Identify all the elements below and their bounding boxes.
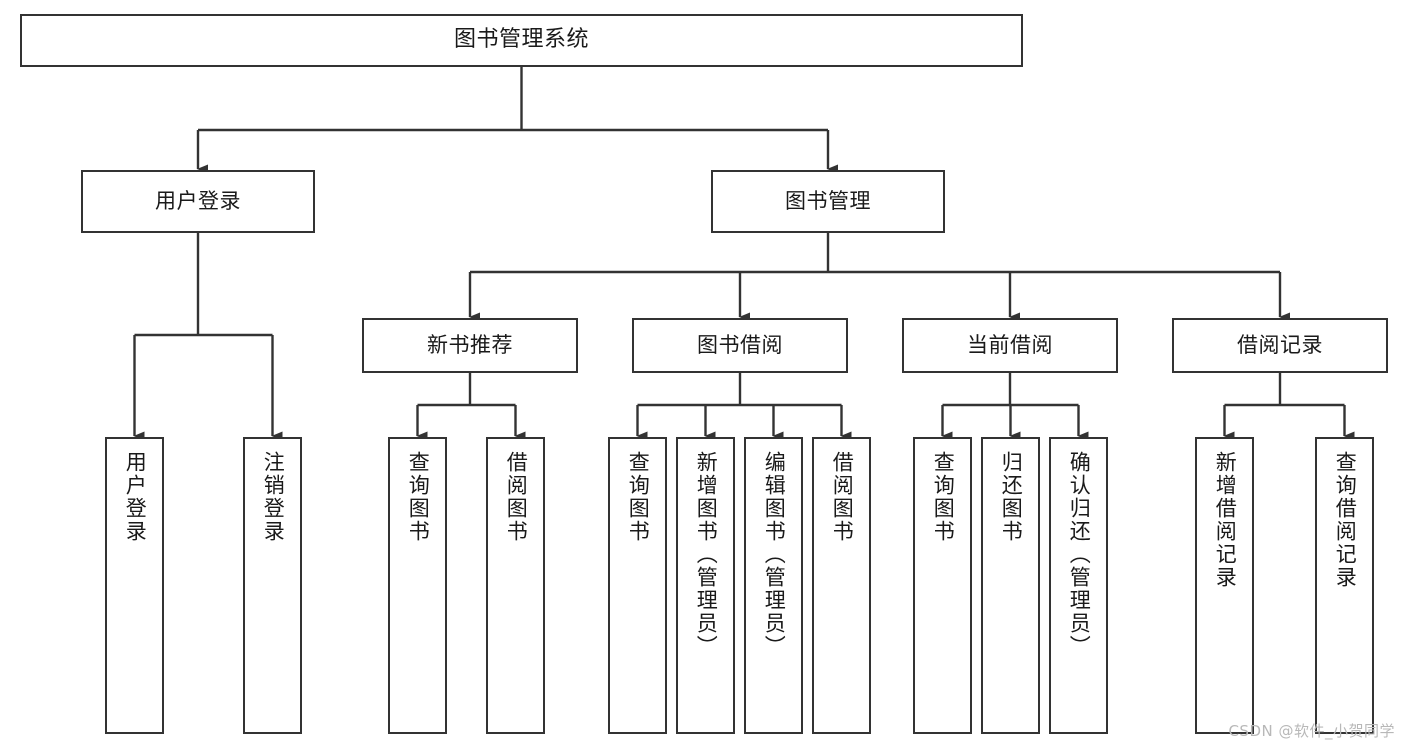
node-label-user-login: 用户登录 — [155, 188, 241, 213]
node-leaf-rec-borrow: 借阅图书 — [486, 437, 545, 734]
node-label-leaf-br-query: 查询借阅记录 — [1333, 451, 1358, 589]
node-label-leaf-bb-query: 查询图书 — [626, 451, 651, 543]
node-leaf-bb-query: 查询图书 — [608, 437, 667, 734]
node-user-login: 用户登录 — [81, 170, 315, 233]
node-label-leaf-cb-query: 查询图书 — [931, 451, 956, 543]
node-label-leaf-user-login: 用户登录 — [123, 451, 148, 543]
node-leaf-cb-confirm: 确认归还（管理员） — [1049, 437, 1108, 734]
node-leaf-bb-edit: 编辑图书（管理员） — [744, 437, 803, 734]
node-borrow-record: 借阅记录 — [1172, 318, 1388, 373]
node-label-leaf-br-add: 新增借阅记录 — [1213, 451, 1238, 589]
node-root: 图书管理系统 — [20, 14, 1023, 67]
node-leaf-cb-return: 归还图书 — [981, 437, 1040, 734]
node-book-manage: 图书管理 — [711, 170, 945, 233]
node-current-borrow: 当前借阅 — [902, 318, 1118, 373]
node-leaf-br-query: 查询借阅记录 — [1315, 437, 1374, 734]
node-label-new-book-rec: 新书推荐 — [427, 332, 513, 357]
node-leaf-bb-borrow: 借阅图书 — [812, 437, 871, 734]
connector-lines — [133, 67, 1355, 441]
node-leaf-logout: 注销登录 — [243, 437, 302, 734]
node-label-leaf-rec-query: 查询图书 — [406, 451, 431, 543]
node-leaf-rec-query: 查询图书 — [388, 437, 447, 734]
node-label-leaf-bb-borrow: 借阅图书 — [830, 451, 855, 543]
node-leaf-cb-query: 查询图书 — [913, 437, 972, 734]
node-label-leaf-bb-add: 新增图书（管理员） — [694, 451, 719, 658]
csdn-watermark: CSDN @软件_小贺同学 — [1228, 722, 1395, 740]
node-leaf-br-add: 新增借阅记录 — [1195, 437, 1254, 734]
node-leaf-user-login: 用户登录 — [105, 437, 164, 734]
node-label-leaf-rec-borrow: 借阅图书 — [504, 451, 529, 543]
node-leaf-bb-add: 新增图书（管理员） — [676, 437, 735, 734]
node-label-current-borrow: 当前借阅 — [967, 332, 1053, 357]
node-label-book-manage: 图书管理 — [785, 188, 871, 213]
node-label-leaf-cb-confirm: 确认归还（管理员） — [1067, 451, 1092, 658]
node-book-borrow: 图书借阅 — [632, 318, 848, 373]
node-label-leaf-cb-return: 归还图书 — [999, 451, 1024, 543]
node-new-book-rec: 新书推荐 — [362, 318, 578, 373]
node-label-book-borrow: 图书借阅 — [697, 332, 783, 357]
node-label-leaf-logout: 注销登录 — [261, 451, 286, 543]
node-label-root: 图书管理系统 — [453, 27, 589, 53]
node-label-borrow-record: 借阅记录 — [1237, 332, 1323, 357]
node-label-leaf-bb-edit: 编辑图书（管理员） — [762, 451, 787, 658]
